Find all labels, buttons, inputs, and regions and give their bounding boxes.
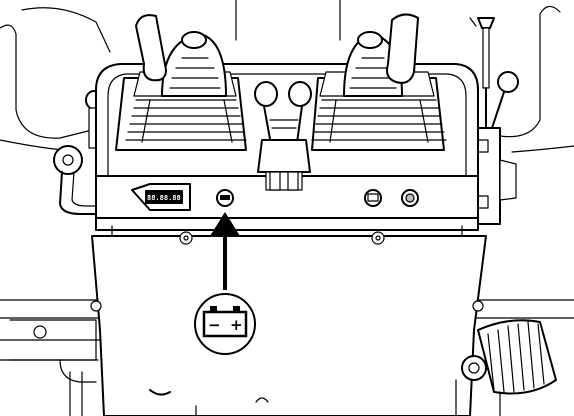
digital-display: 88.88.88 — [131, 183, 191, 211]
switch-icon — [364, 189, 419, 207]
battery-icon: − + — [194, 293, 256, 355]
battery-minus-label: − — [208, 316, 221, 334]
arrow-down-icon — [210, 212, 240, 290]
left-joystick — [115, 14, 247, 151]
lower-details — [9, 319, 557, 416]
center-levers — [254, 81, 312, 191]
battery-socket-icon — [216, 189, 234, 207]
right-joystick — [311, 13, 447, 151]
battery-plus-label: + — [230, 316, 243, 334]
left-side-lever — [53, 90, 103, 215]
display-readout: 88.88.88 — [147, 194, 181, 202]
bolts — [90, 231, 484, 312]
